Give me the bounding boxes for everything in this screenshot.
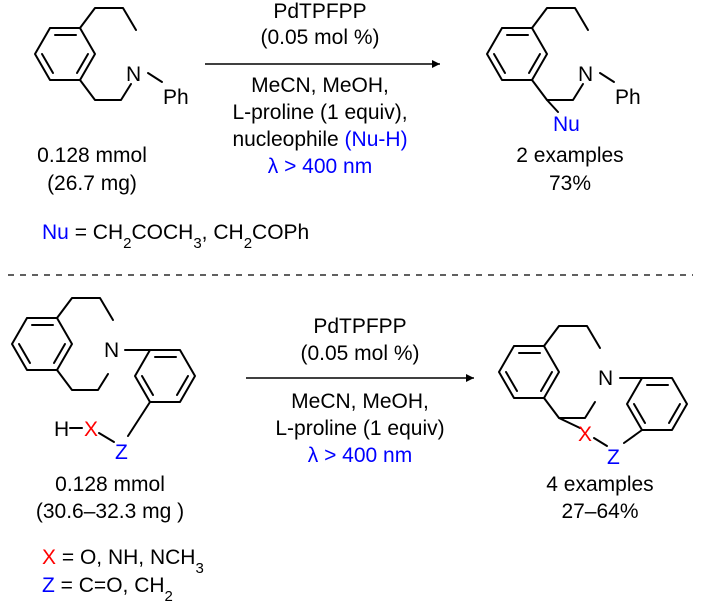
reaction1-nucleophile-open: ( — [345, 128, 352, 151]
reactant1-mass: (26.7 mg) — [47, 172, 137, 195]
reactant1-structure — [34, 7, 163, 101]
product1-structure — [486, 7, 615, 113]
x-definition-values: O, NH, NCH — [80, 546, 196, 569]
reactant2-piperidine-ring — [56, 297, 114, 321]
reaction1-light: λ > 400 nm — [268, 155, 372, 178]
reactant1-ring-double-bond-c — [76, 53, 89, 74]
reaction2-loading: (0.05 mol %) — [300, 342, 419, 365]
reactant2-mass: (30.6–32.3 mg ) — [36, 500, 184, 523]
reaction2-product: N X Z 4 examples 27–64% — [498, 325, 688, 523]
reaction2-solvents: MeCN, MeOH, — [291, 390, 429, 413]
reaction1-additive: L-proline (1 equiv), — [232, 101, 407, 124]
product2-z-aryl-bond — [623, 429, 643, 444]
reactant2-amount: 0.128 mmol — [55, 473, 165, 496]
reaction2-arrow-and-conditions: PdTPFPP (0.05 mol %) MeCN, MeOH, L-proli… — [246, 315, 474, 467]
reaction1-solvents: MeCN, MeOH, — [251, 74, 389, 97]
reaction1-nucleophile-text: nucleophile — [232, 128, 338, 151]
product2-ring-double-bond-c — [540, 371, 553, 392]
product2-aryl-double-bond-b — [668, 403, 681, 424]
product1-group-ph: Ph — [615, 86, 641, 109]
product1-examples: 2 examples — [516, 144, 623, 167]
reaction1-nucleophile-label: Nu-H — [352, 128, 401, 151]
reactant1-piperidine-ring — [79, 7, 137, 31]
product2-c-x-bond — [558, 417, 581, 429]
reaction1-loading: (0.05 mol %) — [260, 26, 379, 49]
product1-ring-double-bond-c — [528, 53, 541, 74]
reactant2-ring-double-bond-c — [53, 343, 66, 364]
product2-atom-x: X — [578, 423, 592, 446]
product2-atom-z: Z — [607, 446, 620, 469]
product1-ring-double-bond-b — [493, 53, 506, 74]
reactant2-aryl-double-bond-b — [176, 375, 189, 396]
product1-c-nu-bond — [546, 99, 559, 113]
reactant1-n-ph-bond — [147, 72, 163, 83]
reaction1-nucleophile-line: nucleophile (Nu-H) — [232, 128, 407, 151]
z-definition-symbol: Z — [42, 574, 55, 597]
reactant2-x-z-bond — [98, 432, 115, 443]
product1-atom-n: N — [578, 63, 593, 86]
product2-examples: 4 examples — [546, 473, 653, 496]
reactant2-atom-x: X — [84, 418, 98, 441]
nu-option-2: CH2COPh — [213, 221, 309, 252]
reactant1-amount: 0.128 mmol — [37, 144, 147, 167]
nu-option-1: CH2COCH3, — [93, 221, 214, 252]
product2-aryl-double-bond-c — [633, 403, 646, 424]
reaction2-additive: L-proline (1 equiv) — [275, 417, 444, 440]
reactant1-piperidine-ring-lower — [79, 79, 132, 101]
product2-piperidine-ring-lower — [543, 397, 596, 419]
reactant2-atom-n: N — [104, 339, 119, 362]
reactant1-ring-double-bond-b — [41, 53, 54, 74]
product1-piperidine-ring — [531, 7, 589, 31]
product2-x-z-bond — [593, 437, 608, 447]
product2-ring-double-bond-b — [505, 371, 518, 392]
reactant1-atom-n: N — [126, 63, 141, 86]
reaction1-product: N Ph Nu 2 examples 73% — [486, 7, 641, 195]
z-definition: Z = C=O, CH2 — [42, 574, 173, 602]
product1-n-ph-bond — [599, 72, 615, 83]
reactant2-aryl-ring — [134, 349, 196, 403]
nu-definition: Nu = CH2COCH3, CH2COPh — [42, 221, 309, 252]
reaction1-catalyst: PdTPFPP — [273, 0, 366, 23]
product2-yield: 27–64% — [561, 500, 638, 523]
reaction2-catalyst: PdTPFPP — [313, 315, 406, 338]
reactant2-atom-z: Z — [115, 441, 128, 464]
reactant2-aryl-double-bond-c — [141, 375, 154, 396]
reactant2-structure — [11, 297, 196, 443]
reaction1-reactant: N Ph 0.128 mmol (26.7 mg) — [34, 7, 189, 195]
nu-definition-equals: = — [69, 221, 93, 244]
reaction1-arrow-and-conditions: PdTPFPP (0.05 mol %) MeCN, MeOH, L-proli… — [205, 0, 440, 178]
product1-piperidine-ring-lower — [531, 79, 584, 101]
x-definition-subscript: 3 — [195, 560, 203, 577]
z-definition-values: C=O, CH — [79, 574, 165, 597]
product2-piperidine-ring — [543, 325, 601, 349]
x-definition: X = O, NH, NCH3 — [42, 546, 204, 577]
product2-atom-n: N — [598, 367, 613, 390]
z-definition-equals: = — [55, 574, 79, 597]
product2-structure — [498, 325, 688, 447]
reactant2-piperidine-ring-lower — [56, 369, 109, 391]
x-definition-symbol: X — [42, 546, 56, 569]
product1-group-nu: Nu — [553, 113, 580, 136]
reactant2-atom-h: H — [54, 418, 69, 441]
product1-yield: 73% — [549, 172, 591, 195]
nu-definition-symbol: Nu — [42, 221, 69, 244]
x-definition-equals: = — [56, 546, 80, 569]
reaction2-reactant: N H X Z 0.128 mmol (30.6–32.3 mg ) — [11, 297, 196, 523]
reaction1-nucleophile-close: ) — [401, 128, 408, 151]
reactant2-ring-double-bond-b — [18, 343, 31, 364]
reactant1-group-ph: Ph — [163, 86, 189, 109]
reaction2-light: λ > 400 nm — [308, 444, 412, 467]
z-definition-subscript: 2 — [165, 588, 173, 602]
product2-aryl-ring — [626, 377, 688, 431]
reactant2-z-aryl-bond — [127, 401, 151, 437]
